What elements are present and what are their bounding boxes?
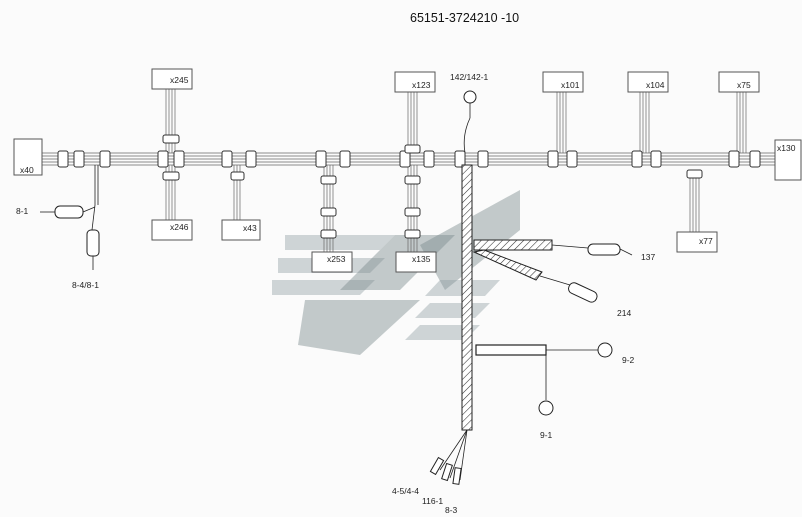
label-part-8-1: 8-1	[16, 206, 29, 216]
drawing-title: 65151-3724210 -10	[410, 11, 519, 25]
label-x43: x43	[243, 223, 257, 233]
label-part-8-4: 8-4/8-1	[72, 280, 99, 290]
label-part-9-1: 9-1	[540, 430, 553, 440]
connector-box-x245: x245	[151, 68, 193, 90]
connector-box-x75: x75	[718, 71, 760, 93]
label-x135: x135	[412, 254, 431, 264]
trunk-clamps	[57, 134, 761, 239]
label-x130: x130	[777, 143, 796, 153]
label-part-116-1: 116-1	[422, 496, 443, 506]
connector-box-x135: x135	[395, 251, 437, 273]
connector-box-x43: x43	[221, 219, 261, 241]
label-x75: x75	[737, 80, 751, 90]
label-x101: x101	[561, 80, 580, 90]
connector-box-x253: x253	[311, 251, 353, 273]
label-x104: x104	[646, 80, 665, 90]
bottom-leads	[429, 429, 468, 485]
connector-box-x104: x104	[627, 71, 669, 93]
connector-box-x77: x77	[676, 231, 718, 253]
branch-bundles	[94, 88, 747, 252]
label-part-137: 137	[641, 252, 655, 262]
label-x40: x40	[20, 165, 34, 175]
connector-box-x130: x130	[774, 139, 802, 181]
label-x245: x245	[170, 75, 189, 85]
connector-box-x101: x101	[542, 71, 584, 93]
label-part-214: 214	[617, 308, 631, 318]
label-x246: x246	[170, 222, 189, 232]
connector-box-x123: x123	[394, 71, 436, 93]
label-part-8-3: 8-3	[445, 505, 458, 515]
label-142: 142/142-1	[450, 72, 489, 82]
label-part-4-5: 4-5/4-4	[392, 486, 419, 496]
connector-box-x246: x246	[151, 219, 193, 241]
label-x253: x253	[327, 254, 346, 264]
connector-box-x40: x40	[13, 138, 43, 176]
right-components	[40, 90, 633, 416]
label-x77: x77	[699, 236, 713, 246]
label-part-9-2: 9-2	[622, 355, 635, 365]
label-x123: x123	[412, 80, 431, 90]
